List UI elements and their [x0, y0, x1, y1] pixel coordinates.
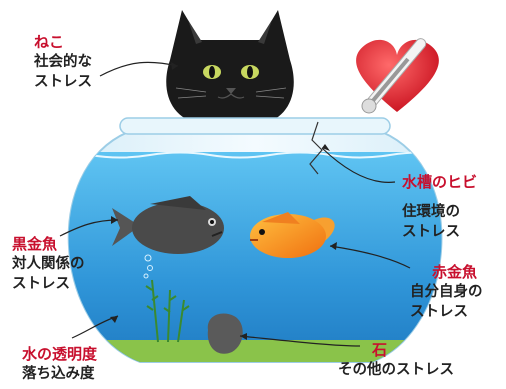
water [68, 151, 442, 362]
label-cat: ねこ 社会的な ストレス [34, 32, 92, 92]
label-stone-title: 石 [372, 341, 388, 359]
label-crack: 水槽のヒビ 住環境の ストレス [402, 172, 477, 242]
label-black-fish-desc-2: ストレス [12, 276, 70, 292]
water-plant [145, 279, 190, 343]
arrow-cat [99, 61, 179, 77]
label-red-fish: 赤金魚 自分自身の ストレス [410, 262, 483, 322]
label-stone: 石 その他のストレス [338, 340, 454, 380]
label-cat-desc-1: 社会的な [34, 54, 92, 70]
stone [207, 313, 243, 354]
label-black-fish-desc-1: 対人関係の [12, 256, 85, 272]
label-crack-desc-2: ストレス [402, 224, 460, 240]
label-black-fish: 黒金魚 対人関係の ストレス [12, 234, 85, 294]
red-goldfish [250, 212, 335, 258]
label-cat-desc-2: ストレス [34, 74, 92, 90]
label-black-fish-title: 黒金魚 [12, 235, 58, 253]
label-crack-title: 水槽のヒビ [402, 173, 478, 191]
label-water-desc-1: 落ち込み度 [22, 366, 95, 382]
label-red-fish-desc-1: 自分自身の [410, 284, 483, 300]
black-cat-icon [166, 10, 294, 124]
arrow-red-fish [329, 245, 411, 269]
bubbles [143, 254, 153, 279]
label-cat-title: ねこ [34, 33, 65, 51]
arrow-stone [239, 335, 361, 347]
label-red-fish-desc-2: ストレス [410, 304, 468, 320]
label-red-fish-title: 赤金魚 [432, 263, 478, 281]
thermometer-icon [361, 38, 427, 114]
label-stone-desc-1: その他のストレス [338, 362, 454, 378]
arrow-crack [321, 147, 396, 183]
label-crack-desc-1: 住環境の [402, 204, 460, 220]
glass-crack [309, 121, 323, 175]
pointer-arrows [59, 61, 411, 347]
label-water-title: 水の透明度 [22, 345, 98, 363]
black-goldfish [112, 196, 224, 254]
label-water: 水の透明度 落ち込み度 [22, 344, 97, 384]
arrow-heads [110, 62, 337, 340]
